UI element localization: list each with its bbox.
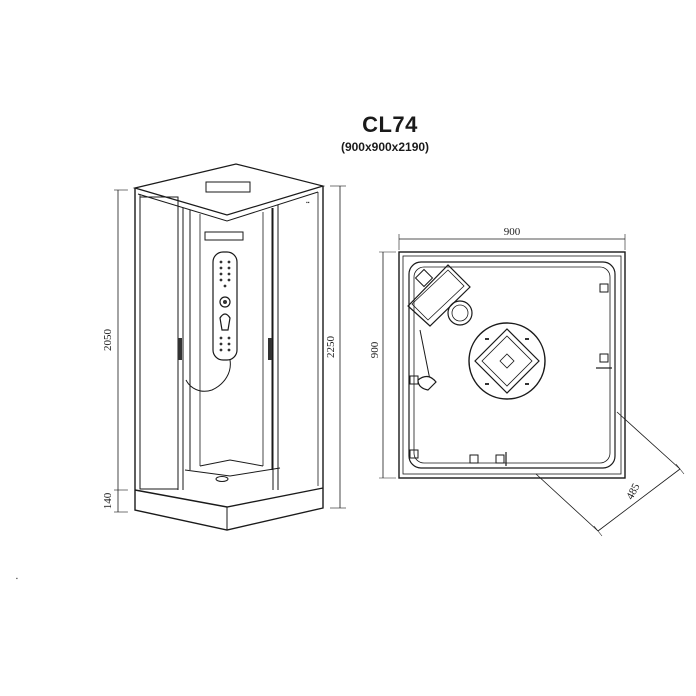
shower-column [212, 251, 238, 361]
cabin-roof [132, 163, 326, 216]
svg-text:▪▪: ▪▪ [306, 200, 310, 206]
model-title: CL74 [362, 112, 418, 137]
svg-text:▪: ▪ [16, 576, 18, 582]
front-view: ▪▪ 2050 140 2250 [102, 163, 346, 531]
left-door [139, 196, 179, 490]
dim-2250-label: 2250 [325, 336, 337, 359]
mixer-handle [219, 313, 231, 331]
overhead-shower [447, 300, 473, 326]
dim-diagonal-label: 485 [624, 481, 643, 502]
roof-vent [205, 181, 251, 193]
hand-shower [417, 375, 437, 391]
dim-140-label: 140 [102, 492, 114, 509]
model-dimensions: (900x900x2190) [340, 140, 430, 154]
base-tray [134, 488, 324, 531]
left-door-handle [178, 338, 182, 360]
dim-2050-label: 2050 [102, 329, 114, 352]
right-door-handle [268, 338, 272, 360]
column-panel [407, 264, 471, 327]
plan-view: 900 900 [369, 226, 685, 537]
drain-basin [468, 322, 546, 400]
roof-edge [137, 191, 319, 222]
dim-width-label: 900 [504, 226, 521, 238]
dim-depth-label: 900 [369, 341, 381, 358]
tray-outline [398, 251, 626, 479]
base-tray-top [134, 487, 324, 508]
